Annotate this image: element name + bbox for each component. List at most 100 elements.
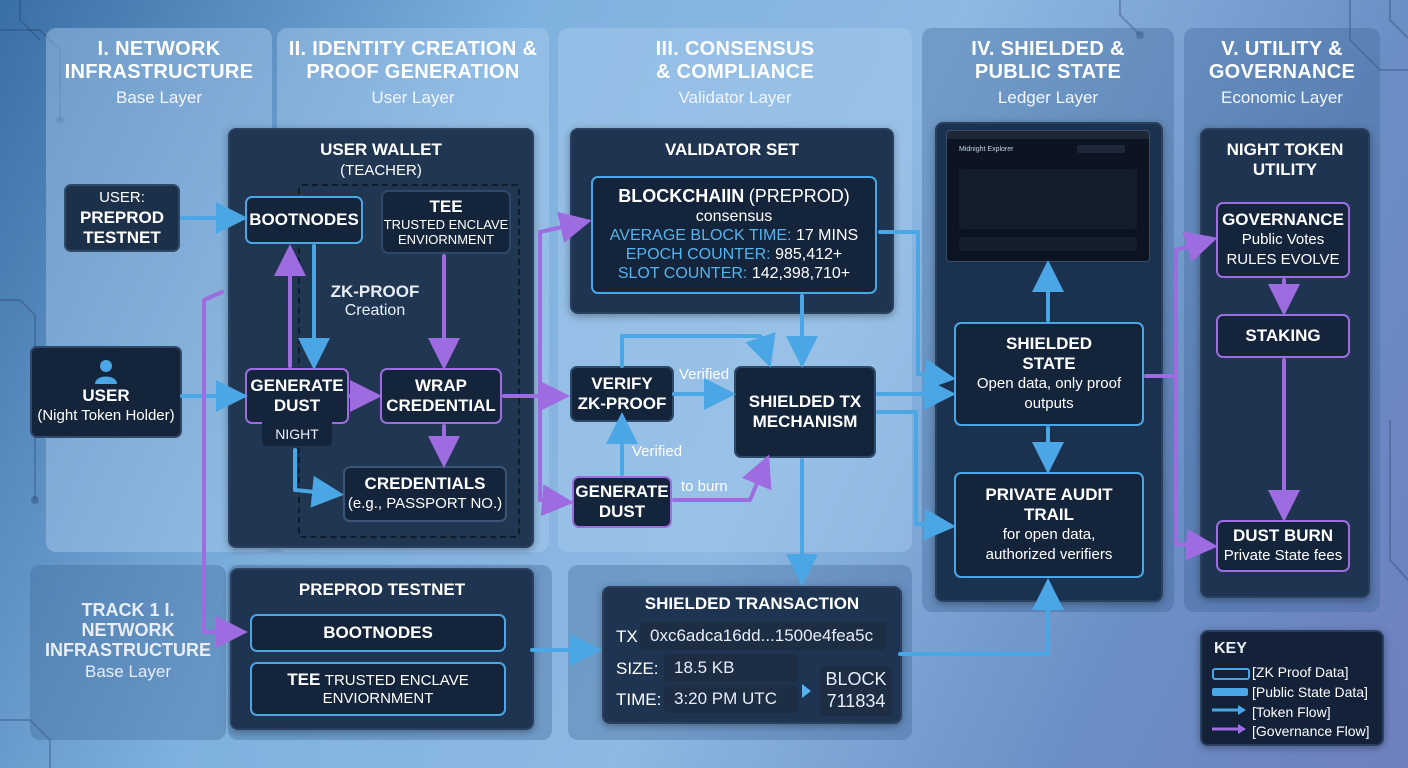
preprod-bootnodes-box[interactable]: BOOTNODES (250, 614, 506, 652)
credentials-sub: (e.g., PASSPORT NO.) (347, 495, 503, 512)
generate-dust-label: GENERATE DUST (250, 376, 344, 415)
user-icon (95, 360, 117, 384)
column-subtitle: User Layer (371, 88, 455, 107)
track-network-infrastructure (30, 565, 226, 740)
tee-sub: TRUSTED ENCLAVE ENVIORNMENT (383, 217, 509, 247)
user-holder-box[interactable]: USER (Night Token Holder) (30, 346, 182, 438)
credentials-title: CREDENTIALS (364, 474, 486, 493)
user-holder-sub: (Night Token Holder) (37, 407, 175, 424)
utility-title: NIGHT TOKEN UTILITY (1226, 140, 1344, 179)
avg-value: 17 MINS (795, 227, 859, 244)
explorer-screenshot: Midnight Explorer (946, 130, 1150, 262)
blockchain-box[interactable]: BLOCKCHAIIN (PREPROD) consensus AVERAGE … (591, 176, 877, 294)
column-title-text: III. CONSENSUS & COMPLIANCE (655, 38, 815, 83)
user-testnet-name: PREPROD TESTNET (79, 208, 165, 247)
night-tag: NIGHT (262, 422, 332, 446)
block-value: 711834 (826, 691, 886, 711)
size-label: SIZE: (616, 659, 659, 678)
key-legend: KEY [ZK Proof Data] [Public State Data] … (1200, 630, 1384, 746)
validator-title: VALIDATOR SET (664, 140, 800, 159)
generate-dust-wallet-box[interactable]: GENERATE DUST (245, 368, 349, 424)
user-holder-title: USER (82, 386, 130, 405)
block-badge[interactable]: BLOCK 711834 (820, 666, 892, 716)
preprod-tee-line2: ENVIORNMENT (322, 689, 434, 707)
chain-title: BLOCKCHAIIN (618, 186, 745, 206)
bootnodes-label: BOOTNODES (249, 210, 359, 229)
column-title-4: IV. SHIELDED & PUBLIC STATE Ledger Layer (922, 38, 1174, 118)
column-title-3: III. CONSENSUS & COMPLIANCE Validator La… (558, 38, 912, 118)
preprod-tee-bold: TEE (287, 669, 321, 689)
wallet-title: USER WALLET (320, 140, 442, 159)
explorer-detail-card (959, 169, 1137, 229)
column-title-text: IV. SHIELDED & PUBLIC STATE (971, 38, 1125, 83)
public-state-swatch (1212, 688, 1248, 696)
audit-sub: for open data, authorized verifiers (985, 526, 1113, 563)
user-testnet-label: USER: (99, 189, 145, 206)
dust-burn-box[interactable]: DUST BURN Private State fees (1216, 520, 1350, 572)
zk-title: ZK-PROOF (330, 282, 420, 301)
zk-sub: Creation (344, 302, 406, 319)
column-subtitle: Economic Layer (1221, 88, 1343, 107)
staking-label: STAKING (1245, 326, 1321, 345)
epoch-value: 985,412+ (775, 246, 843, 263)
tee-title: TEE (429, 197, 463, 216)
mechanism-label: SHIELDED TX MECHANISM (748, 392, 862, 431)
column-title-2: II. IDENTITY CREATION & PROOF GENERATION… (277, 38, 549, 118)
transaction-title: SHIELDED TRANSACTION (644, 594, 860, 613)
key-title: KEY (1214, 640, 1247, 657)
tx-value[interactable]: 0xc6adca16dd...1500e4fea5c (640, 622, 886, 650)
column-title-text: V. UTILITY & GOVERNANCE (1208, 38, 1356, 83)
tx-label: TX (616, 627, 638, 646)
column-title-text: I. NETWORK INFRASTRUCTURE (64, 38, 254, 83)
zk-proof-creation-label: ZK-PROOF Creation (320, 282, 430, 320)
time-value[interactable]: 3:20 PM UTC (664, 685, 798, 713)
governance-sub2: RULES EVOLVE (1226, 251, 1340, 268)
user-testnet-box[interactable]: USER: PREPROD TESTNET (64, 184, 180, 252)
explorer-name: Midnight Explorer (959, 146, 1014, 153)
key-item-public: [Public State Data] (1252, 684, 1368, 700)
private-audit-trail-box[interactable]: PRIVATE AUDIT TRAIL for open data, autho… (954, 472, 1144, 578)
verified-label-2: Verified (632, 443, 683, 460)
block-label: BLOCK (825, 669, 887, 689)
chain-paren: (PREPROD) (748, 186, 850, 206)
governance-box[interactable]: GOVERNANCE Public Votes RULES EVOLVE (1216, 202, 1350, 278)
slot-value: 142,398,710+ (751, 265, 851, 282)
verify-zk-proof-box[interactable]: VERIFY ZK-PROOF (570, 366, 674, 422)
wrap-credential-box[interactable]: WRAP CREDENTIAL (380, 368, 502, 424)
zk-proof-swatch (1212, 668, 1250, 680)
column-title-5: V. UTILITY & GOVERNANCE Economic Layer (1184, 38, 1380, 118)
tee-box[interactable]: TEE TRUSTED ENCLAVE ENVIORNMENT (381, 190, 511, 254)
explorer-stats-bar (959, 237, 1137, 251)
governance-flow-arrow-icon (1212, 724, 1246, 734)
column-subtitle: Ledger Layer (997, 88, 1099, 107)
column-title-1: I. NETWORK INFRASTRUCTURE Base Layer (46, 38, 272, 118)
preprod-title: PREPROD TESTNET (298, 580, 466, 599)
shielded-state-sub: Open data, only proof outputs (976, 375, 1122, 412)
token-flow-arrow-icon (1212, 705, 1246, 715)
size-value[interactable]: 18.5 KB (664, 654, 798, 682)
block-arrow-icon (802, 684, 811, 698)
track-title: TRACK 1 I. NETWORK INFRASTRUCTURE (45, 600, 211, 660)
key-item-zk: [ZK Proof Data] (1252, 664, 1349, 680)
to-burn-label: to burn (681, 478, 728, 495)
preprod-bootnodes-label: BOOTNODES (323, 623, 433, 642)
shielded-state-title: SHIELDED STATE (1006, 334, 1092, 373)
shielded-tx-mechanism-box[interactable]: SHIELDED TX MECHANISM (734, 366, 876, 458)
audit-title: PRIVATE AUDIT TRAIL (985, 485, 1113, 524)
staking-box[interactable]: STAKING (1216, 314, 1350, 358)
avg-label: AVERAGE BLOCK TIME: (609, 227, 792, 244)
preprod-tee-rest: TRUSTED ENCLAVE (324, 671, 469, 689)
key-item-governance: [Governance Flow] (1252, 723, 1370, 739)
bootnodes-box[interactable]: BOOTNODES (245, 196, 363, 244)
explorer-search (1077, 145, 1125, 153)
shielded-state-box[interactable]: SHIELDED STATE Open data, only proof out… (954, 322, 1144, 426)
dust-burn-title: DUST BURN (1232, 526, 1334, 545)
preprod-tee-box[interactable]: TEE TRUSTED ENCLAVE ENVIORNMENT (250, 662, 506, 716)
credentials-box[interactable]: CREDENTIALS (e.g., PASSPORT NO.) (343, 466, 507, 522)
key-item-token: [Token Flow] (1252, 704, 1331, 720)
generate-dust-validator-box[interactable]: GENERATE DUST (572, 476, 672, 528)
governance-sub1: Public Votes (1241, 231, 1325, 248)
slot-label: SLOT COUNTER: (617, 265, 748, 282)
column-title-text: II. IDENTITY CREATION & PROOF GENERATION (288, 38, 538, 83)
